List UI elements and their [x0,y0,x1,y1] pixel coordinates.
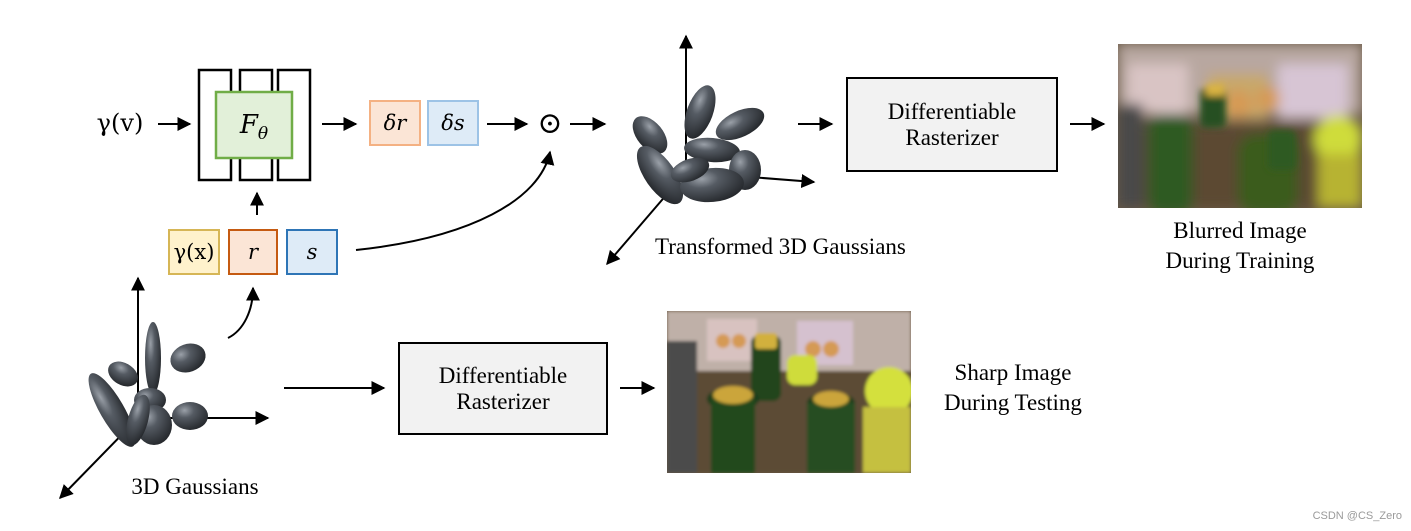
blurred-caption-line1: Blurred Image [1173,218,1307,243]
network-layers [197,68,312,182]
rasterizer-top-line2: Rasterizer [905,124,999,150]
sharp-caption-line2: During Testing [944,390,1082,416]
transformed-gaussians [632,85,765,205]
delta-r-box: δr [369,100,421,146]
delta-s-box: δs [427,100,479,146]
blurred-image [1118,44,1362,208]
watermark: CSDN @CS_Zero [1312,510,1402,522]
rasterizer-bottom-line2: Rasterizer [456,388,550,414]
rasterizer-bottom-line1: Differentiable [438,362,568,388]
blurred-caption: Blurred Image During Training [1125,216,1355,277]
sharp-caption: Sharp Image During Testing [928,358,1098,419]
blurred-caption-line2: During Training [1165,248,1315,274]
arrow-s-to-hadamard [355,150,555,251]
network-subscript: θ [257,124,269,145]
top-arrows [158,117,1106,339]
r-box: r [228,229,278,275]
s-box: s [286,229,338,275]
rasterizer-top: Differentiable Rasterizer [846,77,1058,172]
hadamard-operator: ⊙ [537,107,563,140]
rasterizer-top-line1: Differentiable [887,98,1017,124]
sharp-image [667,311,911,473]
network-symbol: F [239,110,258,140]
gaussians-caption: 3D Gaussians [131,474,259,499]
base-gaussians [88,322,208,447]
sharp-caption-line1: Sharp Image [954,360,1072,385]
rasterizer-bottom: Differentiable Rasterizer [398,342,608,435]
input-gamma-v: γ(v) [96,109,144,137]
network-label: Fθ [216,108,292,146]
gamma-x-box: γ(x) [168,229,220,275]
arrow-gaussians-to-inputs [227,286,260,339]
transformed-gaussians-caption: Transformed 3D Gaussians [655,234,906,259]
network-box [214,90,294,160]
